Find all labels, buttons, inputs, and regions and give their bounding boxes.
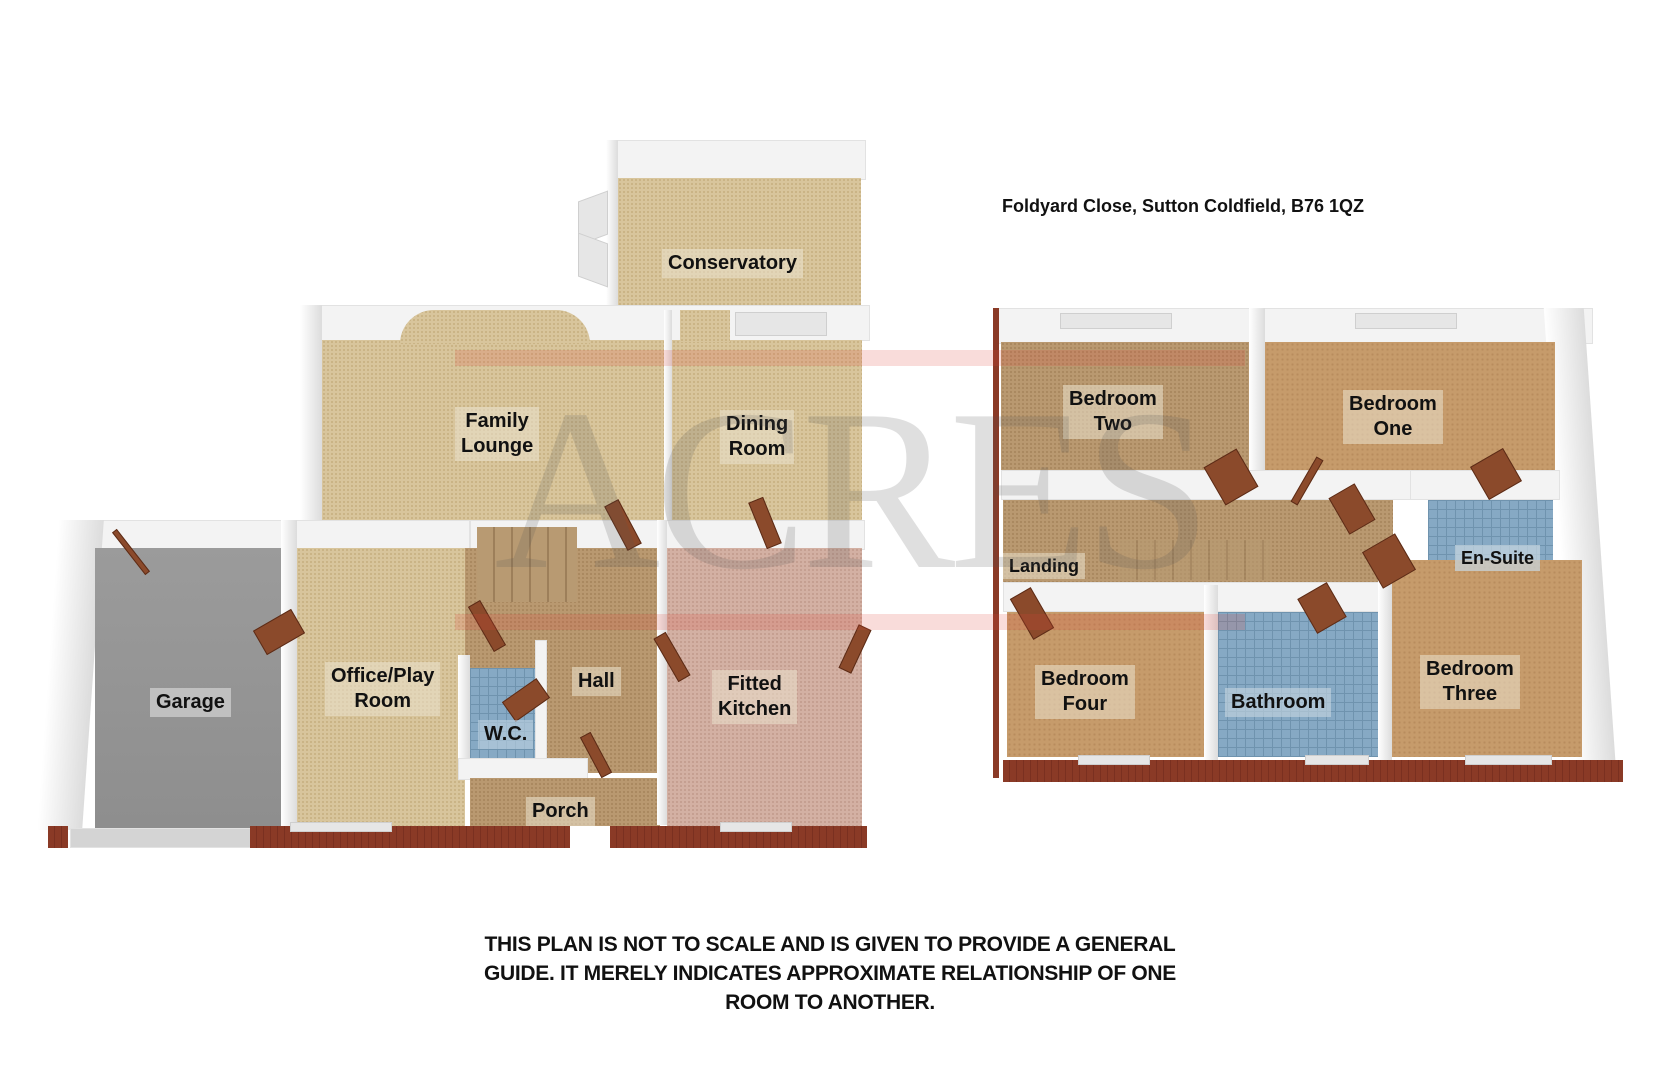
first-floor-left-wall — [993, 308, 999, 778]
garage-left-wall — [37, 520, 104, 830]
room-label-hall: Hall — [572, 667, 621, 696]
disclaimer-line: ROOM TO ANOTHER. — [725, 991, 935, 1014]
bed4-bath-partition — [1204, 585, 1218, 760]
room-name-line: Bedroom — [1349, 393, 1437, 415]
room-name-line: Room — [354, 690, 412, 712]
room-name-line: Fitted — [727, 673, 782, 695]
room-name: Garage — [156, 691, 225, 713]
room-label-bathroom: Bathroom — [1225, 688, 1332, 717]
bed2-bed1-partition — [1249, 308, 1265, 473]
ground-floor-front-wall — [610, 826, 867, 848]
office-front-window-icon — [290, 822, 392, 832]
room-label-conservatory: Conservatory — [662, 249, 803, 278]
first-floor-front-wall — [1003, 760, 1623, 782]
disclaimer-line: GUIDE. IT MERELY INDICATES APPROXIMATE R… — [483, 962, 1176, 985]
disclaimer: THIS PLAN IS NOT TO SCALE AND IS GIVEN T… — [400, 930, 1260, 1017]
garage-office-partition — [281, 520, 297, 830]
hall-kitchen-partition — [657, 520, 667, 825]
room-name: W.C. — [484, 723, 528, 745]
staircase-icon — [1120, 540, 1270, 580]
room-name: En-Suite — [1461, 548, 1535, 568]
conservatory-left-wall — [606, 140, 618, 315]
bedroom-two-window-icon — [1060, 313, 1172, 329]
bedroom-one-window-icon — [1355, 313, 1457, 329]
room-name-line: Bedroom — [1426, 658, 1514, 680]
room-name-line: Lounge — [461, 435, 534, 457]
room-name-line: Room — [728, 438, 786, 460]
room-name-line: Family — [465, 410, 529, 432]
room-label-bedroom-two: Bedroom Two — [1063, 385, 1163, 439]
bathroom-window-icon — [1305, 755, 1369, 765]
room-name-line: Four — [1062, 693, 1108, 715]
room-name-line: One — [1373, 418, 1413, 440]
room-name-line: Kitchen — [718, 698, 792, 720]
kitchen-front-window-icon — [720, 822, 792, 832]
room-label-porch: Porch — [526, 797, 595, 826]
room-label-bedroom-one: Bedroom One — [1343, 390, 1443, 444]
lounge-left-wall — [300, 305, 322, 520]
family-lounge-bay — [400, 310, 590, 344]
bath-bed3-partition — [1378, 560, 1392, 760]
room-label-bedroom-four: Bedroom Four — [1035, 665, 1135, 719]
room-name: Conservatory — [668, 252, 797, 274]
conservatory-floor — [618, 178, 861, 318]
room-label-en-suite: En-Suite — [1455, 545, 1541, 571]
room-name: Bathroom — [1231, 691, 1326, 713]
room-name-line: Dining — [726, 413, 789, 435]
family-lounge-floor — [322, 340, 667, 520]
garage-door-strip — [70, 828, 260, 848]
office-top-wall — [295, 520, 470, 550]
room-label-garage: Garage — [150, 688, 231, 717]
room-name-line: Bedroom — [1069, 388, 1157, 410]
room-label-fitted-kitchen: Fitted Kitchen — [712, 670, 798, 724]
room-name-line: Office/Play — [331, 665, 435, 687]
room-name: Hall — [578, 670, 615, 692]
room-label-dining-room: Dining Room — [720, 410, 795, 464]
conservatory-opening — [680, 310, 730, 342]
dining-window-icon — [735, 312, 827, 336]
room-name-line: Three — [1442, 683, 1498, 705]
room-label-bedroom-three: Bedroom Three — [1420, 655, 1520, 709]
lounge-dining-partition — [664, 310, 672, 522]
bedroom-three-window-icon — [1465, 755, 1552, 765]
disclaimer-line: THIS PLAN IS NOT TO SCALE AND IS GIVEN T… — [484, 933, 1176, 956]
wc-left-wall — [458, 655, 470, 770]
staircase-icon — [477, 527, 577, 602]
conservatory-french-door-icon — [578, 232, 608, 288]
bedroom-four-window-icon — [1078, 755, 1150, 765]
ground-floor-front-wall — [48, 826, 68, 848]
room-label-wc: W.C. — [478, 720, 534, 749]
porch-top-wall — [458, 758, 588, 780]
room-name-line: Two — [1093, 413, 1133, 435]
bathroom-floor — [1218, 612, 1378, 757]
room-name: Landing — [1009, 556, 1079, 576]
room-label-family-lounge: Family Lounge — [455, 407, 540, 461]
conservatory-top-wall — [610, 140, 866, 180]
room-label-office-play-room: Office/Play Room — [325, 662, 441, 716]
property-address: Foldyard Close, Sutton Coldfield, B76 1Q… — [1002, 196, 1365, 216]
room-label-landing: Landing — [1003, 553, 1085, 579]
room-name: Porch — [532, 800, 589, 822]
room-name-line: Bedroom — [1041, 668, 1129, 690]
